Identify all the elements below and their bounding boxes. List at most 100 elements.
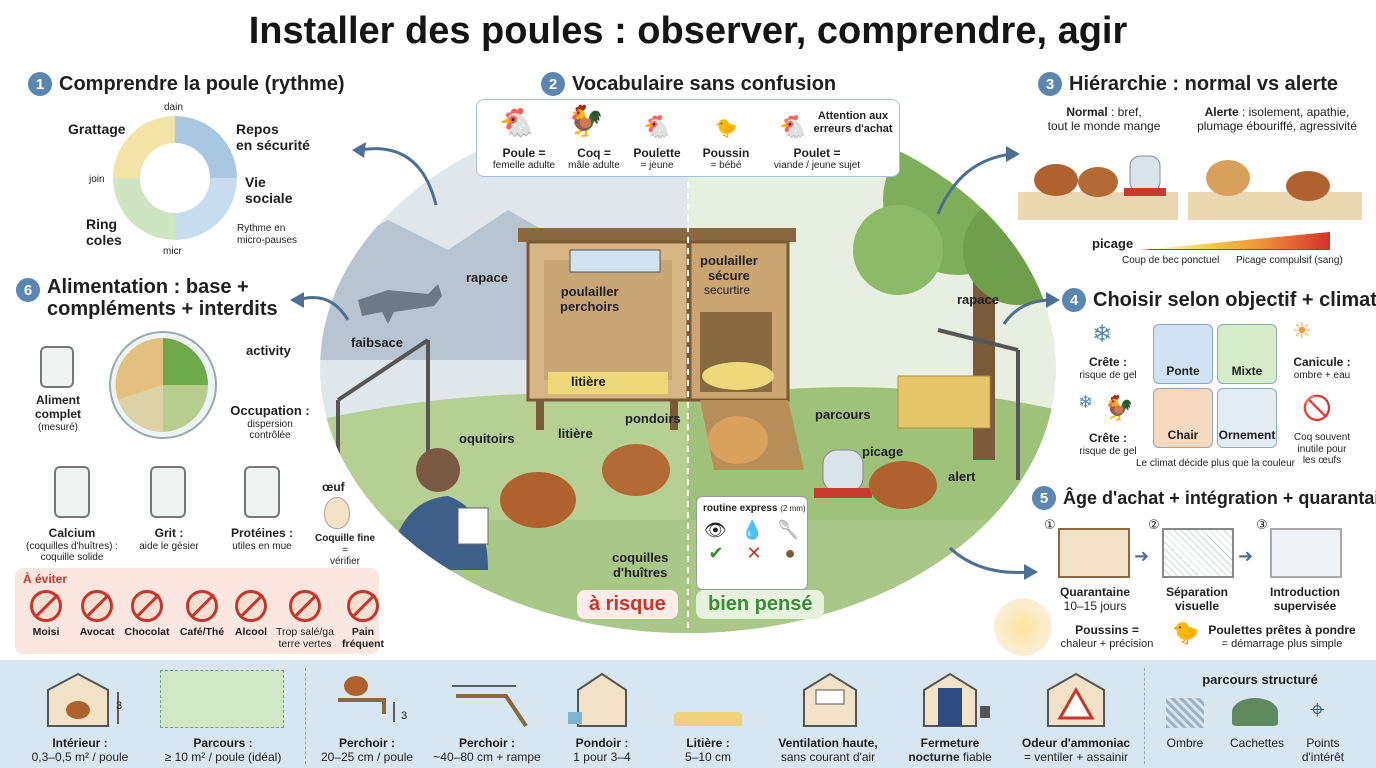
section-5-number: 5	[1032, 486, 1056, 510]
coquilles-label: coquilles d'huîtres	[612, 550, 669, 580]
proteines-jar-icon	[244, 466, 280, 518]
vocab-def-poulette: = jeune	[640, 160, 674, 171]
bottom-ventilation-title: Ventilation haute,	[778, 736, 878, 750]
bottom-fermeture-text-b: nocturne	[908, 750, 960, 765]
shade-icon	[1166, 698, 1204, 728]
quarantine-box-icon	[1058, 528, 1130, 578]
ring-label-repos: Repos en sécurité	[236, 121, 310, 154]
bottom-parcours-title: Parcours :	[193, 736, 253, 750]
pondoir-icon	[568, 672, 627, 727]
bottom-fermeture-title: Fermeture	[920, 736, 980, 750]
introduction-icon	[1270, 528, 1342, 578]
bottom-divider-2	[305, 668, 306, 764]
vocab-term-poussin: Poussin	[702, 146, 750, 160]
calcium-title: Calcium	[48, 526, 96, 540]
egg-icon	[324, 497, 350, 529]
droppings-icon: ●	[784, 543, 796, 563]
step-1-number: ①	[1044, 517, 1056, 532]
water-icon: 💧	[741, 520, 764, 540]
rampe-icon	[452, 685, 528, 728]
bottom-interior-title: Intérieur :	[52, 736, 108, 750]
aliment-title: Aliment complet	[34, 393, 81, 421]
aliment-sub: (mesuré)	[37, 421, 78, 433]
picage-scene-label: picage	[862, 444, 904, 459]
crete2-sub: risque de gel	[1079, 445, 1137, 457]
chocolat-forbidden-icon	[131, 590, 163, 622]
bottom-litiere-title: Litière :	[686, 736, 730, 750]
hideout-icon	[1232, 698, 1278, 726]
risk-badge: à risque	[577, 590, 678, 619]
vocab-def-poule: femelle adulte	[492, 160, 556, 171]
vocab-warning: Attention aux erreurs d'achat	[813, 110, 893, 135]
step-2-number: ②	[1148, 517, 1160, 532]
section-3-number: 3	[1038, 72, 1062, 96]
rooster-icon: 🐓	[567, 105, 605, 138]
goal-chair[interactable]: Chair	[1153, 388, 1213, 448]
routine-card: routine express (2 mm) 👁💧🥄 ✔✕●	[696, 496, 808, 590]
section-4-heading: 4 Choisir selon objectif + climat	[1062, 288, 1376, 312]
aliment-jar-icon	[40, 346, 74, 388]
alerte-title: Alerte	[1204, 105, 1239, 119]
goal-ornement[interactable]: Ornement	[1217, 388, 1277, 448]
oeuf-label: œuf	[322, 480, 345, 494]
ring-label-grattage: Grattage	[68, 121, 126, 137]
forbidden-item: Moisi	[32, 626, 60, 638]
broiler-icon: 🐔	[779, 114, 807, 139]
parcours-structure-title: parcours structuré	[1202, 672, 1318, 687]
section-5-title: Âge d'achat + intégration + quarantaine	[1063, 487, 1376, 508]
occupation-title: Occupation :	[230, 403, 310, 418]
rhythm-ring	[113, 116, 237, 240]
bottom-parcours-text: ≥ 10 m² / poule (idéal)	[164, 750, 282, 765]
picage-low-label: Coup de bec ponctuel	[1122, 255, 1220, 266]
alerte-text: : isolement, apathie, plumage ébouriffé,…	[1197, 105, 1357, 133]
section-2-title: Vocabulaire sans confusion	[572, 72, 837, 95]
bottom-litiere-text: 5–10 cm	[684, 750, 732, 765]
poulettes-title: Poulettes prêtes à pondre	[1208, 623, 1356, 637]
crete2-title: Crête :	[1088, 431, 1127, 445]
bottom-fermeture-text: fiable	[959, 750, 992, 765]
litiere-inside-label: litière	[571, 374, 606, 389]
goal-mixte[interactable]: Mixte	[1217, 324, 1277, 384]
normal-title: Normal	[1066, 105, 1108, 119]
litiere-label: litière	[558, 426, 593, 441]
section-1-title: Comprendre la poule (rythme)	[59, 72, 345, 95]
perchoir-icon	[338, 676, 395, 722]
canicule-title: Canicule :	[1293, 355, 1351, 369]
heat-lamp-icon	[994, 598, 1052, 656]
goal-chair-label: Chair	[1167, 428, 1199, 442]
vocab-term-poulet: Poulet =	[793, 146, 841, 160]
vocab-term-poulette: Poulette	[633, 146, 681, 160]
ammonia-warning-icon	[1047, 672, 1105, 727]
bottom-perchoir-title: Perchoir :	[338, 736, 395, 750]
vocab-def-poulet: viande / jeune sujet	[773, 160, 861, 171]
section-4-number: 4	[1062, 288, 1086, 312]
avoid-box: À éviter Moisi Avocat Chocolat Café/Thé …	[15, 568, 384, 654]
bottom-ammoniac-title: Odeur d'ammoniac	[1021, 736, 1131, 750]
vocab-term-coq: Coq =	[577, 146, 611, 160]
rooster-head-icon: 🐓	[1104, 395, 1134, 422]
vocab-box: 🐔 🐓 🐔 🐤 🐔 Attention aux erreurs d'achat …	[476, 99, 900, 177]
routine-title: routine express	[703, 503, 778, 514]
vocab-term-poule: Poule =	[502, 146, 546, 160]
points-interet-label: Points d'intérêt	[1301, 736, 1345, 765]
canicule-sub: ombre + eau	[1293, 369, 1351, 381]
sun-icon: ☀	[1292, 318, 1312, 343]
bottom-divider	[1144, 668, 1145, 764]
pullet-icon: 🐔	[643, 114, 671, 139]
ring-label-join: join	[89, 174, 105, 185]
avocat-forbidden-icon	[81, 590, 113, 622]
normal-text: : bref, tout le monde mange	[1047, 105, 1161, 133]
picage-high-label: Picage compulsif (sang)	[1236, 255, 1343, 266]
coquille-title: Coquille fine	[315, 533, 375, 544]
central-scene	[320, 103, 1056, 640]
bottom-ventilation-text: sans courant d'air	[780, 750, 876, 765]
occupation-sub: dispersion contrôlée	[247, 418, 293, 442]
bottom-rampe-text: ~40–80 cm + rampe	[433, 750, 541, 765]
goal-mixte-label: Mixte	[1231, 364, 1263, 378]
section-6-heading: 6 Alimentation : base + compléments + in…	[16, 276, 278, 320]
bottom-pondoir-text: 1 pour 3–4	[573, 750, 631, 765]
forbidden-item: Trop salé/ga terre vertes	[276, 626, 334, 650]
goal-ponte[interactable]: Ponte	[1153, 324, 1213, 384]
vocab-def-coq: mâle adulte	[568, 160, 620, 171]
moisi-forbidden-icon	[30, 590, 62, 622]
